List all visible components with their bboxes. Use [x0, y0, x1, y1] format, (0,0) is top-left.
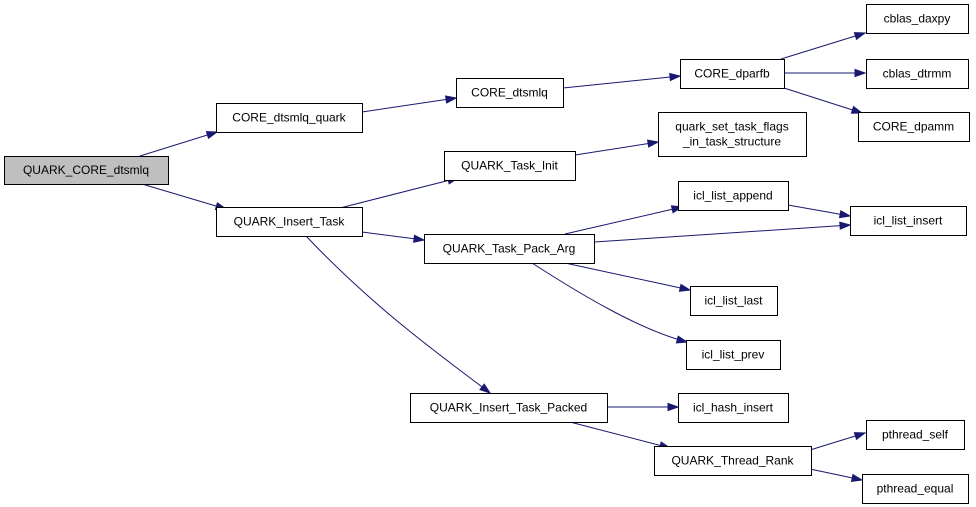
node-label: CORE_dpamm [873, 120, 954, 134]
node-box[interactable] [216, 207, 363, 237]
node-box[interactable] [858, 112, 970, 142]
node-box[interactable] [680, 59, 785, 89]
edge-n10-to-n11 [564, 206, 683, 235]
edge-n10-to-n14 [531, 262, 688, 343]
node-box[interactable] [690, 286, 778, 316]
node-box[interactable] [686, 340, 781, 370]
node-label: icl_list_insert [874, 214, 943, 228]
node-box[interactable] [456, 78, 564, 108]
node-label: pthread_equal [877, 482, 954, 496]
edge-n1-to-n3-arrowhead [444, 95, 458, 104]
edge-n0-to-n1-arrowhead [205, 131, 219, 140]
edge-n3-to-n4-arrowhead [669, 72, 682, 82]
edge-n3-to-n4 [562, 75, 681, 89]
node-label: icl_hash_insert [693, 401, 774, 415]
node-label: icl_list_append [693, 189, 772, 203]
edge-n4-to-n5 [780, 32, 866, 60]
edge-n1-to-n3 [361, 97, 457, 113]
edge-n10-to-n14-arrowhead [675, 335, 689, 344]
node-box[interactable] [866, 59, 969, 89]
node-n4[interactable]: CORE_dparfb [680, 59, 785, 89]
node-label: cblas_daxpy [884, 12, 951, 26]
edge-n8-to-n9-arrowhead [646, 139, 660, 148]
node-n10[interactable]: QUARK_Task_Pack_Arg [424, 234, 595, 264]
edge-n8-to-n9 [574, 141, 659, 156]
node-n14[interactable]: icl_list_prev [686, 340, 781, 370]
edge-n2-to-n15 [305, 235, 491, 394]
edge-n17-to-n18-arrowhead [853, 432, 867, 441]
node-box[interactable] [678, 393, 789, 423]
node-n6[interactable]: cblas_dtrmm [866, 59, 969, 89]
node-label: _in_task_structure [682, 135, 781, 149]
node-label: CORE_dtsmlq [471, 86, 548, 100]
node-label: pthread_self [882, 428, 949, 442]
node-n18[interactable]: pthread_self [866, 420, 965, 450]
edge-n2-to-n8 [339, 177, 459, 209]
node-label: QUARK_Task_Pack_Arg [443, 242, 576, 256]
node-label: QUARK_CORE_dtsmlq [23, 163, 149, 177]
edge-n2-to-n10-arrowhead [413, 234, 426, 243]
node-label: QUARK_Insert_Task_Packed [430, 401, 587, 415]
node-n19[interactable]: pthread_equal [862, 474, 969, 504]
node-box[interactable] [654, 446, 812, 476]
node-label: icl_list_last [704, 294, 763, 308]
edge-n10-to-n12-arrowhead [839, 221, 852, 230]
node-n8[interactable]: QUARK_Task_Init [444, 151, 576, 181]
edge-n4-to-n7-arrowhead [850, 105, 864, 114]
edge-n15-to-n17 [569, 421, 671, 449]
node-n16[interactable]: icl_hash_insert [678, 393, 789, 423]
node-box[interactable] [424, 234, 595, 264]
edge-n4-to-n5-arrowhead [853, 32, 867, 41]
node-label: QUARK_Insert_Task [234, 215, 346, 229]
node-box[interactable] [678, 181, 789, 211]
node-box[interactable] [444, 151, 576, 181]
node-n3[interactable]: CORE_dtsmlq [456, 78, 564, 108]
node-label: QUARK_Thread_Rank [671, 454, 794, 468]
node-n9[interactable]: quark_set_task_flags_in_task_structure [658, 112, 807, 157]
edge-n10-to-n13-arrowhead [678, 283, 692, 292]
edge-n10-to-n12 [593, 224, 851, 243]
node-n0[interactable]: QUARK_CORE_dtsmlq [4, 156, 169, 185]
node-label: QUARK_Task_Init [461, 159, 558, 173]
node-n13[interactable]: icl_list_last [690, 286, 778, 316]
node-label: CORE_dtsmlq_quark [232, 111, 346, 125]
node-n17[interactable]: QUARK_Thread_Rank [654, 446, 812, 476]
node-n15[interactable]: QUARK_Insert_Task_Packed [410, 393, 608, 423]
node-n2[interactable]: QUARK_Insert_Task [216, 207, 363, 237]
edge-n4-to-n6-arrowhead [854, 68, 867, 78]
edge-n0-to-n2 [141, 183, 227, 210]
edge-n15-to-n16-arrowhead [667, 402, 680, 412]
edge-n2-to-n15-arrowhead [479, 383, 492, 394]
edge-n11-to-n12-arrowhead [838, 210, 852, 219]
node-box[interactable] [410, 393, 608, 423]
node-label: icl_list_prev [702, 348, 765, 362]
node-box[interactable] [4, 156, 169, 185]
edge-n10-to-n13 [564, 262, 691, 291]
node-n5[interactable]: cblas_daxpy [866, 4, 969, 34]
node-box[interactable] [862, 474, 969, 504]
node-box[interactable] [866, 4, 969, 34]
node-label: CORE_dparfb [694, 67, 770, 81]
edge-n0-to-n1 [139, 131, 218, 157]
node-box[interactable] [658, 112, 807, 157]
node-box[interactable] [850, 206, 967, 236]
edge-n17-to-n19-arrowhead [850, 473, 864, 482]
node-n7[interactable]: CORE_dpamm [858, 112, 970, 142]
node-n12[interactable]: icl_list_insert [850, 206, 967, 236]
edge-n4-to-n7 [783, 87, 863, 114]
node-n1[interactable]: CORE_dtsmlq_quark [216, 103, 363, 133]
node-label: cblas_dtrmm [883, 67, 952, 81]
nodes-layer: QUARK_CORE_dtsmlq CORE_dtsmlq_quarkQUARK_… [4, 4, 970, 504]
node-box[interactable] [866, 420, 965, 450]
node-label: quark_set_task_flags [675, 120, 788, 134]
node-n11[interactable]: icl_list_append [678, 181, 789, 211]
node-box[interactable] [216, 103, 363, 133]
